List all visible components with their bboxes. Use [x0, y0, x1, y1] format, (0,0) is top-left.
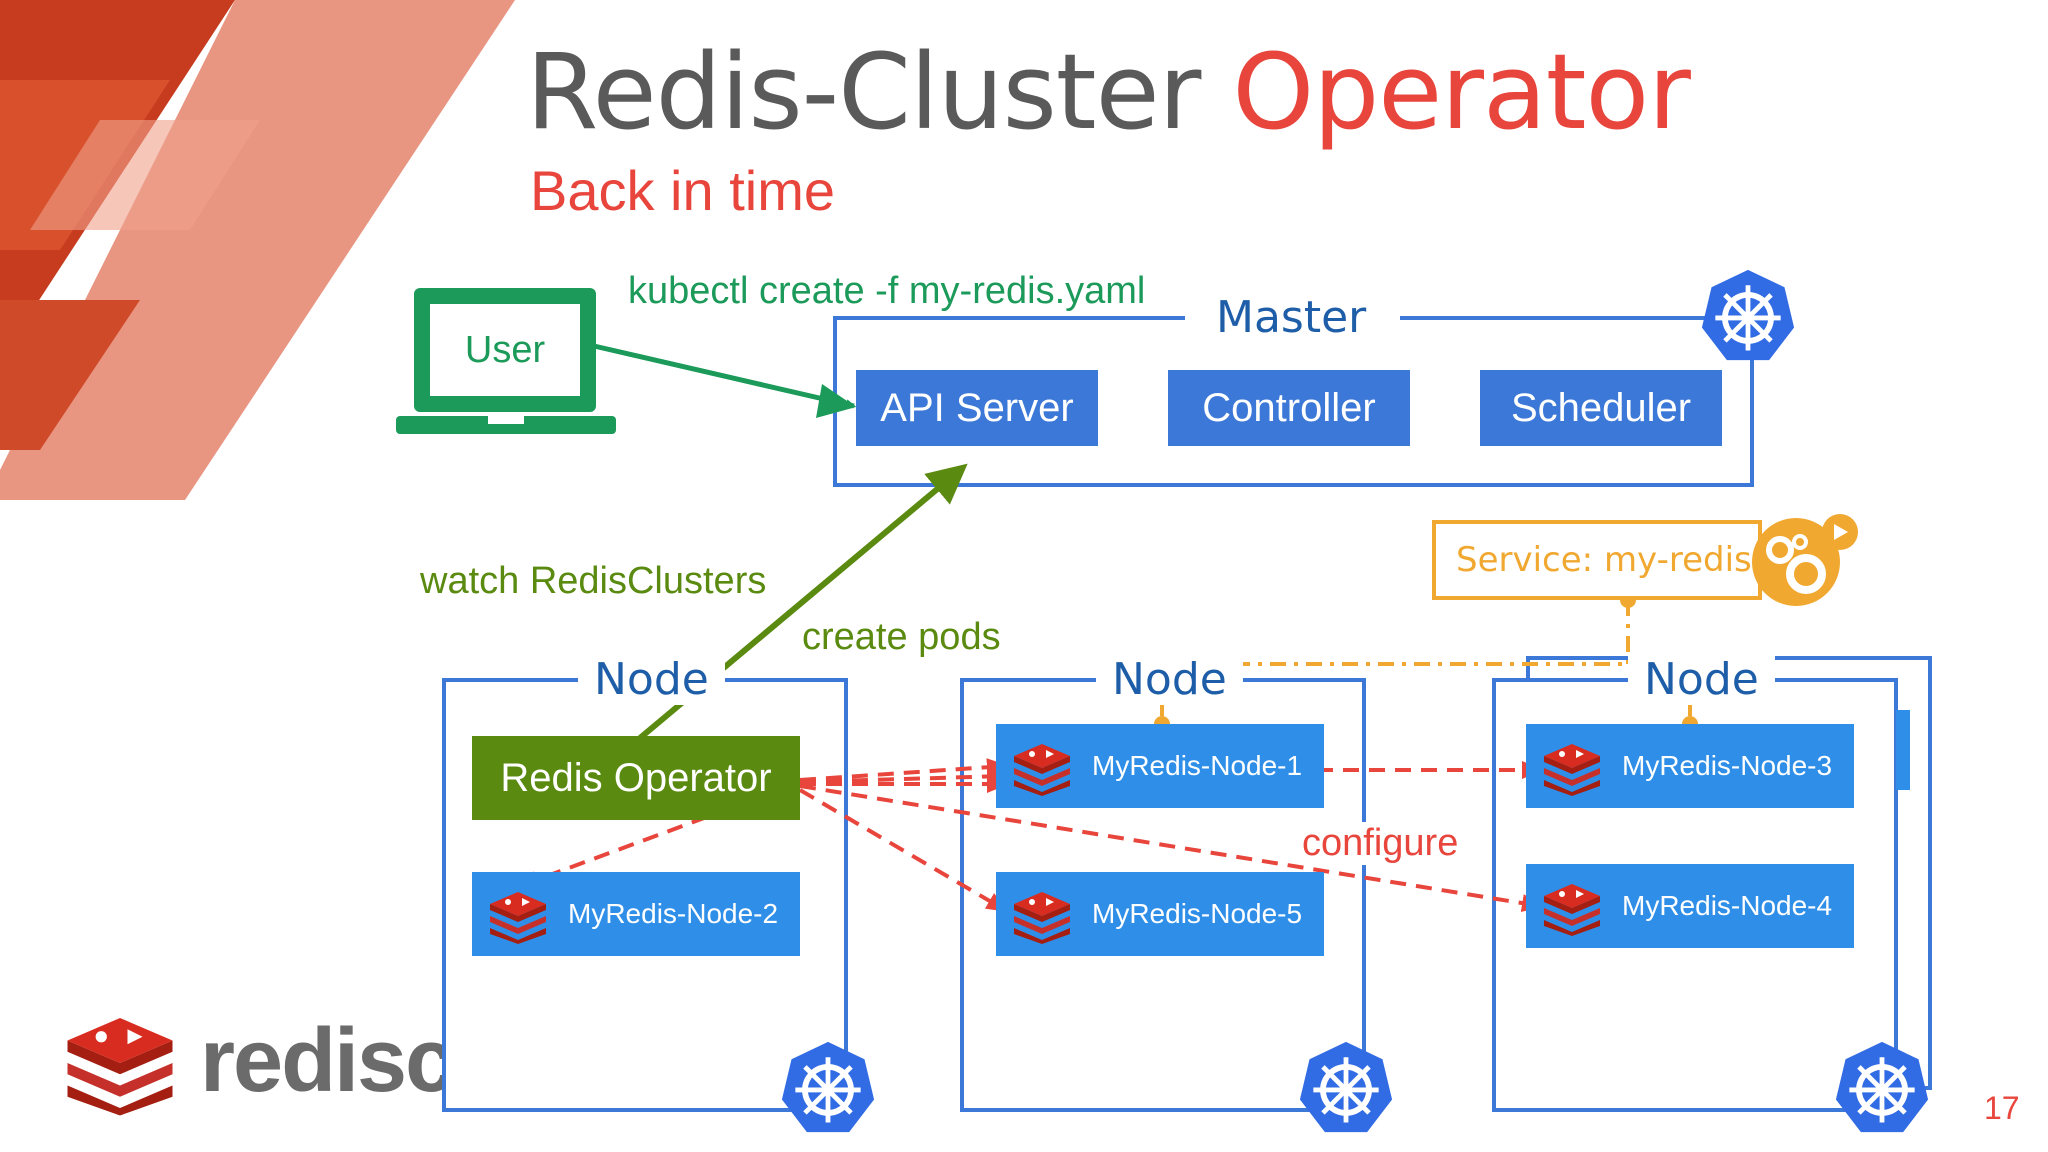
redis-stack-icon [490, 892, 546, 944]
master-label: Master [1200, 292, 1383, 343]
service-box: Service: my-redis [1432, 520, 1762, 600]
user-label: User [464, 328, 546, 371]
title-accent: Operator [1232, 31, 1691, 153]
gears-icon [1752, 514, 1858, 606]
corner-decoration [0, 0, 515, 500]
pod-label: MyRedis-Node-2 [568, 898, 779, 929]
pod-label: MyRedis-Node-5 [1092, 898, 1303, 929]
kubernetes-helm-icon [781, 1041, 875, 1133]
redis-brand-text: redisco [200, 1011, 442, 1111]
redis-operator-box: Redis Operator [472, 736, 800, 820]
page-subtitle: Back in time [530, 159, 835, 222]
pod-label: MyRedis-Node-3 [1622, 750, 1833, 781]
pod-label: MyRedis-Node-1 [1092, 750, 1303, 781]
pod-node-2: MyRedis-Node-2 [472, 872, 800, 956]
title-main: Redis-Cluster [526, 31, 1201, 153]
pod-node-5: MyRedis-Node-5 [996, 872, 1324, 956]
redis-stack-icon [67, 1018, 173, 1116]
pod-node-1: MyRedis-Node-1 [996, 724, 1324, 808]
page-number: 17 [1984, 1090, 2020, 1126]
redis-stack-icon [1014, 892, 1070, 944]
kubectl-command-label: kubectl create -f my-redis.yaml [628, 270, 1146, 312]
kubernetes-helm-icon [1701, 269, 1795, 361]
configure-label: configure [1302, 822, 1459, 865]
controller-box: Controller [1168, 370, 1410, 446]
node-label-2: Node [1096, 654, 1243, 705]
node-label-1: Node [578, 654, 725, 705]
redis-logo: redisco [60, 1010, 442, 1120]
service-label-name: my-redis [1603, 540, 1752, 580]
api-server-box: API Server [856, 370, 1098, 446]
pod-label: MyRedis-Node-4 [1622, 890, 1833, 921]
redis-stack-icon [1014, 744, 1070, 796]
node-label-3: Node [1628, 654, 1775, 705]
create-pods-label: create pods [802, 616, 1001, 658]
redis-stack-icon [1544, 884, 1600, 936]
kubernetes-helm-icon [1299, 1041, 1393, 1133]
pod-node-3: MyRedis-Node-3 [1526, 724, 1854, 808]
laptop-icon [396, 288, 616, 434]
watch-label: watch RedisClusters [420, 560, 767, 602]
redis-stack-icon [1544, 744, 1600, 796]
page-title: Redis-Cluster Operator [526, 40, 1691, 144]
pod-node-4: MyRedis-Node-4 [1526, 864, 1854, 948]
kubectl-arrow [593, 343, 856, 410]
kubernetes-helm-icon [1835, 1041, 1929, 1133]
service-label-prefix: Service: [1456, 540, 1594, 580]
scheduler-box: Scheduler [1480, 370, 1722, 446]
